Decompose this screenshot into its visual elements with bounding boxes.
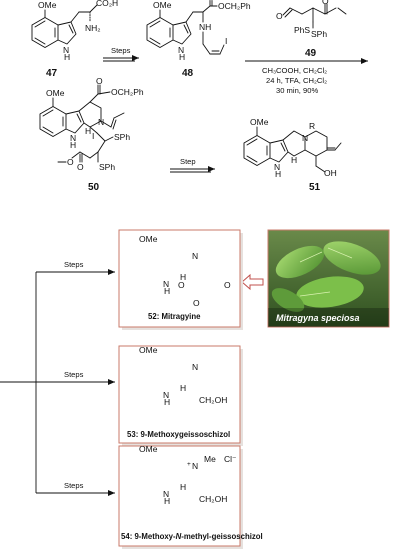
box-54 bbox=[118, 445, 241, 547]
c49-o1: O bbox=[276, 11, 283, 21]
c49-phs: PhS bbox=[294, 25, 310, 35]
c48-h: H bbox=[179, 52, 185, 62]
c48-nh: NH bbox=[199, 22, 211, 32]
caption-53: 53: 9-Methoxygeissoschizol bbox=[127, 430, 230, 439]
c48-ester: OCH₂Ph bbox=[218, 1, 251, 11]
label-47: 47 bbox=[46, 68, 58, 79]
c52-h: H bbox=[164, 286, 170, 296]
compound-49-structure bbox=[282, 3, 347, 29]
label-48: 48 bbox=[182, 68, 194, 79]
c54-n: N bbox=[192, 461, 198, 471]
c51-r: R bbox=[309, 121, 315, 131]
c53-hstereo: H bbox=[180, 383, 186, 393]
c51-ome: OMe bbox=[250, 117, 269, 127]
c48-n: N bbox=[178, 45, 184, 55]
compound-50-structure bbox=[39, 84, 125, 163]
arrow-to-53-label: Steps bbox=[64, 370, 84, 379]
c50-h: H bbox=[70, 140, 76, 150]
c47-h: H bbox=[64, 52, 70, 62]
c50-sph1: SPh bbox=[114, 132, 130, 142]
c51-nh: N bbox=[274, 162, 280, 172]
c54-plus: + bbox=[187, 461, 191, 468]
c50-ester: OCH₂Ph bbox=[111, 87, 144, 97]
caption-54: 54: 9-Methoxy-N-methyl-geissoschizol bbox=[121, 532, 263, 541]
cond-line-1: CH₃COOH, CH₂Cl₂ bbox=[262, 66, 327, 75]
c50-nh: N bbox=[70, 133, 76, 143]
c51-n: N bbox=[302, 133, 308, 143]
box-52 bbox=[118, 229, 241, 328]
c47-co2h: CO₂H bbox=[96, 0, 118, 8]
c53-h: H bbox=[164, 397, 170, 407]
c47-n: N bbox=[63, 45, 69, 55]
compound-47-structure bbox=[31, 4, 98, 48]
c50-n: N bbox=[98, 117, 104, 127]
c54-ome: OMe bbox=[139, 444, 158, 454]
compound-48-structure bbox=[146, 0, 225, 55]
c53-n: N bbox=[192, 362, 198, 372]
c50-o3: O bbox=[67, 157, 74, 167]
c50-iodo: I bbox=[92, 131, 94, 141]
c52-n: N bbox=[192, 251, 198, 261]
c50-sph2: SPh bbox=[99, 162, 115, 172]
c48-iodo: I bbox=[225, 36, 227, 46]
c51-h: H bbox=[275, 169, 281, 179]
c52-o1: O bbox=[193, 298, 200, 308]
c54-nh: N bbox=[163, 489, 169, 499]
c47-nh2: NH₂ bbox=[85, 23, 101, 33]
c49-sph: SPh bbox=[311, 29, 327, 39]
c48-o: O bbox=[208, 0, 215, 2]
c52-o2: O bbox=[178, 280, 185, 290]
c51-hstereo: H bbox=[291, 155, 297, 165]
c52-ome: OMe bbox=[139, 234, 158, 244]
arrow-50-51-label: Step bbox=[180, 157, 196, 166]
c54-hstereo: H bbox=[180, 482, 186, 492]
c54-cl: Cl⁻ bbox=[224, 454, 237, 464]
photo-caption: Mitragyna speciosa bbox=[276, 313, 360, 323]
arrow-to-54-label: Steps bbox=[64, 481, 84, 490]
c49-o2: O bbox=[322, 0, 329, 6]
label-49: 49 bbox=[305, 48, 317, 59]
c50-ome: OMe bbox=[46, 88, 65, 98]
c48-ome: OMe bbox=[153, 0, 172, 10]
c53-nh: N bbox=[163, 390, 169, 400]
c50-hstereo: H bbox=[85, 126, 91, 136]
label-50: 50 bbox=[88, 182, 100, 193]
c51-oh: OH bbox=[324, 168, 337, 178]
arrow-47-48-label: Steps bbox=[111, 46, 131, 55]
c54-me: Me bbox=[204, 454, 216, 464]
cond-line-2: 24 h, TFA, CH₂Cl₂ bbox=[266, 76, 327, 85]
c53-oh: CH₂OH bbox=[199, 395, 227, 405]
c53-ome: OMe bbox=[139, 345, 158, 355]
c50-o1: O bbox=[96, 76, 103, 86]
box-53 bbox=[118, 345, 241, 444]
open-arrow-from-photo bbox=[241, 273, 264, 291]
c54-h: H bbox=[164, 496, 170, 506]
label-51: 51 bbox=[309, 182, 321, 193]
c52-nh: N bbox=[163, 279, 169, 289]
c52-o3: O bbox=[224, 280, 231, 290]
cond-line-3: 30 min, 90% bbox=[276, 86, 318, 95]
c50-o2: O bbox=[77, 162, 84, 172]
arrow-to-52-label: Steps bbox=[64, 260, 84, 269]
compound-51-structure bbox=[243, 126, 342, 173]
c52-hstereo: H bbox=[180, 272, 186, 282]
mitragyna-leaf-photo bbox=[267, 229, 390, 328]
c47-ome: OMe bbox=[38, 0, 57, 10]
caption-52: 52: Mitragyine bbox=[148, 312, 201, 321]
c54-oh: CH₂OH bbox=[199, 494, 227, 504]
